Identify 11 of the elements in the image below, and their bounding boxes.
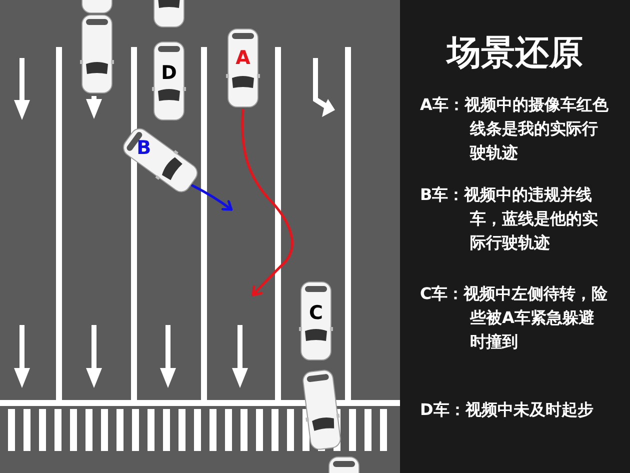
car-letter: D — [160, 62, 178, 84]
car-letter: B — [136, 137, 152, 160]
scene-description: C车：视频中左侧待转，险些被A车紧急躲避时撞到 — [420, 283, 609, 353]
trajectory-arrow — [241, 108, 294, 296]
scene-description: B车：视频中的违规并线车，蓝线是他的实际行驶轨迹 — [420, 184, 599, 254]
trajectory-arrow — [191, 184, 233, 211]
car-letter: C — [308, 302, 324, 324]
title: 场景还原 — [444, 32, 584, 75]
car-letter: A — [234, 47, 252, 69]
scene-description: A车：视频中的摄像车红色线条是我的实际行驶轨迹 — [420, 94, 610, 164]
scene-description: D车：视频中未及时起步 — [420, 399, 594, 421]
